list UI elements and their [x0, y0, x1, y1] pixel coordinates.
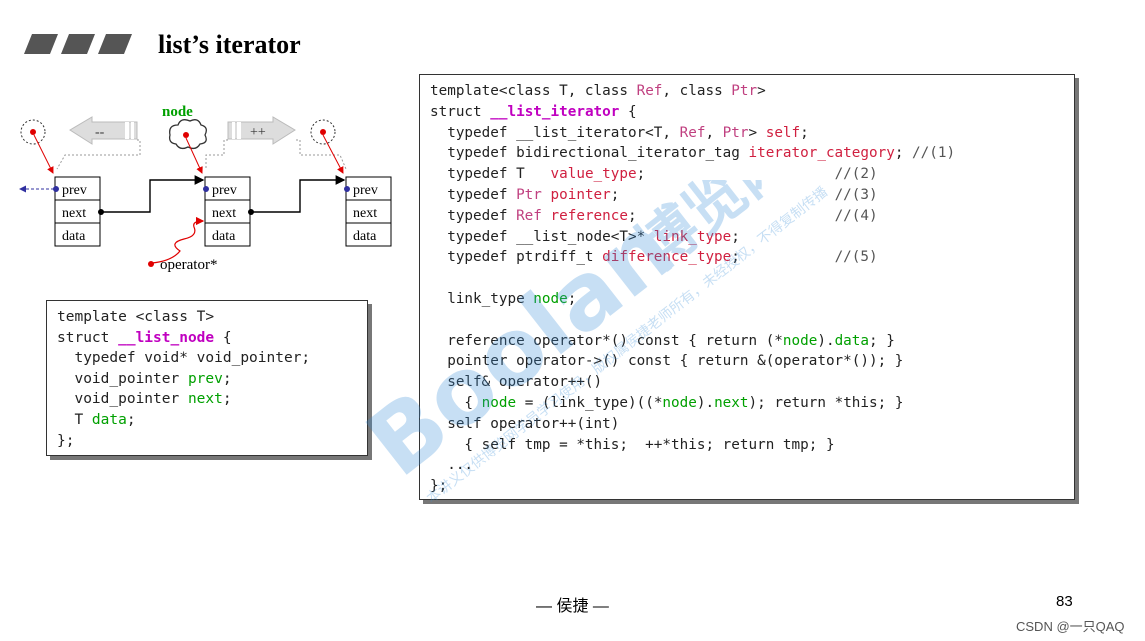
field-data: data: [62, 229, 86, 244]
list-node-diagram: node -- ++ prev next data prev: [19, 104, 392, 273]
list-iterator-code: template<class T, class Ref, class Ptr> …: [430, 83, 956, 495]
list-node-right: [345, 176, 392, 247]
field-next: next: [62, 206, 86, 221]
increment-label: ++: [250, 125, 266, 140]
operator-star-label: operator*: [160, 257, 217, 273]
title-stripes-icon: [24, 34, 132, 54]
field-data: data: [212, 229, 236, 244]
field-prev: prev: [62, 183, 87, 198]
decrement-label: --: [95, 125, 105, 140]
node-label: node: [162, 104, 193, 120]
list-node-code-box: template <class T> struct __list_node { …: [46, 300, 368, 456]
author-footer: — 侯捷 —: [536, 598, 609, 615]
field-next: next: [353, 206, 377, 221]
increment-arrow-icon: ++: [227, 116, 296, 145]
page-number: 83: [1056, 593, 1073, 610]
slide-title: list’s iterator: [158, 30, 301, 59]
list-node-middle: [204, 176, 251, 247]
field-prev: prev: [353, 183, 378, 198]
list-iterator-code-box: template<class T, class Ref, class Ptr> …: [419, 74, 1075, 500]
list-node-code: template <class T> struct __list_node { …: [57, 309, 311, 449]
csdn-credit: CSDN @一只QAQ: [1016, 619, 1125, 634]
field-data: data: [353, 229, 377, 244]
field-prev: prev: [212, 183, 237, 198]
decrement-arrow-icon: --: [69, 116, 138, 145]
field-next: next: [212, 206, 236, 221]
list-node-left: [54, 176, 101, 247]
